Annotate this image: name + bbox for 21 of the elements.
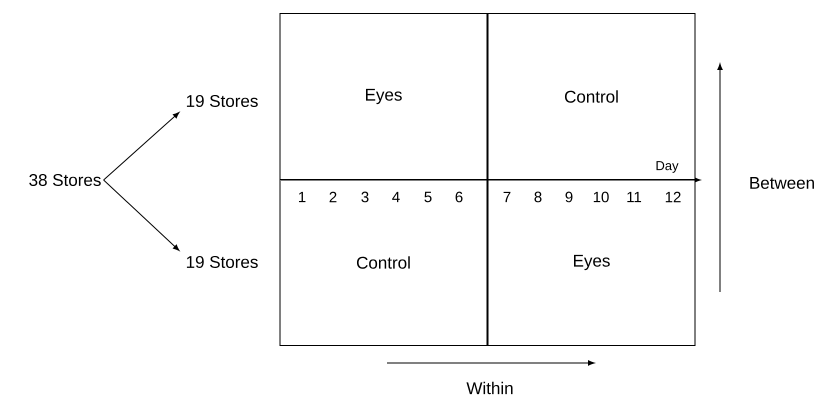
day-number: 5 (424, 192, 432, 202)
direction-label: Within (466, 382, 512, 394)
day-number: 7 (504, 192, 510, 202)
axis-label: Day (656, 161, 679, 173)
day-number: 3 (361, 192, 369, 202)
day-number: 10 (594, 192, 609, 202)
arrow (103, 180, 180, 251)
direction-label: Between (750, 177, 814, 189)
store-count: 19 Stores (186, 256, 258, 268)
condition-cell: Eyes (280, 13, 488, 180)
day-number: 2 (330, 192, 336, 202)
day-number: 9 (566, 192, 572, 202)
day-number: 12 (666, 192, 681, 202)
day-number: 4 (392, 192, 400, 202)
store-count: 38 Stores (29, 174, 101, 186)
day-number: 8 (534, 192, 542, 202)
day-number: 1 (298, 192, 306, 202)
day-number: 11 (627, 192, 642, 202)
day-number: 6 (456, 192, 463, 202)
arrow (103, 112, 180, 180)
store-count: 19 Stores (186, 94, 258, 108)
